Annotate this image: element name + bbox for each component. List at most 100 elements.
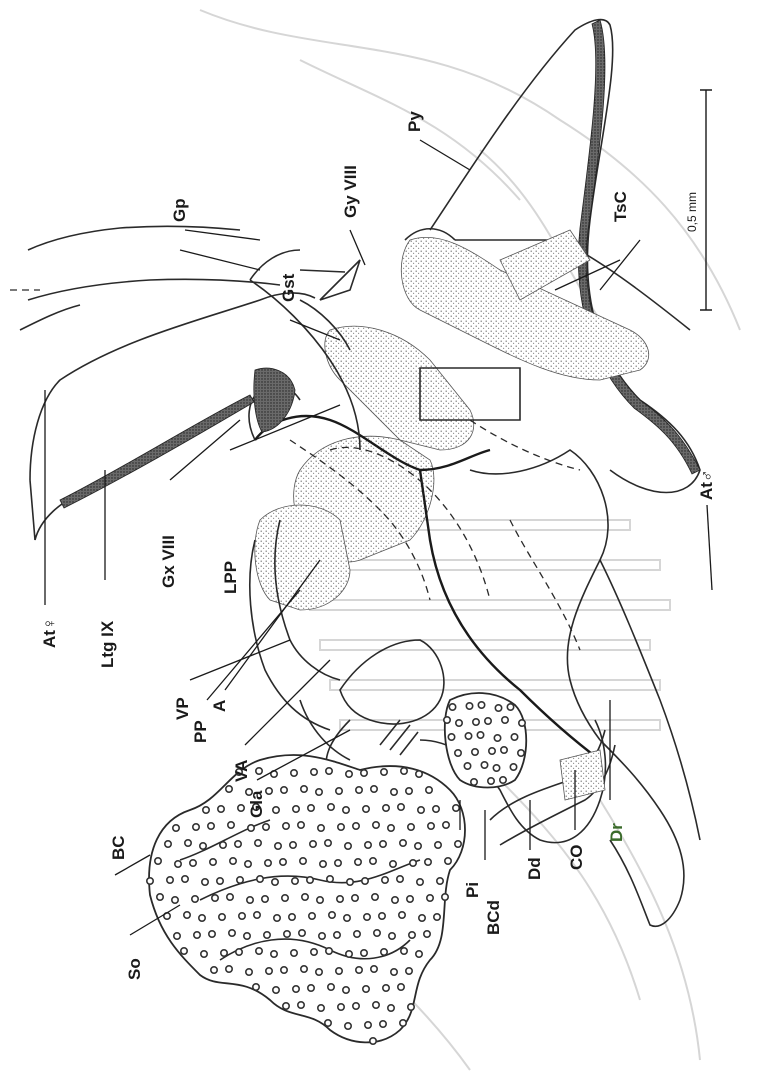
gland-dot: [255, 840, 261, 846]
gland-dot: [266, 968, 272, 974]
gland-dot: [265, 860, 271, 866]
gland-dot: [165, 841, 171, 847]
gland-dot: [182, 876, 188, 882]
gland-dot: [428, 823, 434, 829]
gland-dot: [292, 878, 298, 884]
label-tsc: TsC: [611, 191, 630, 222]
label-at-female: At♀: [40, 617, 59, 648]
gland-dot: [338, 824, 344, 830]
gland-dot: [221, 950, 227, 956]
gland-dot: [445, 858, 451, 864]
gland-dot: [406, 788, 412, 794]
gland-dot: [398, 984, 404, 990]
gland-dot: [199, 915, 205, 921]
gland-dot: [353, 823, 359, 829]
gland-dot: [317, 897, 323, 903]
gland-dot: [173, 825, 179, 831]
gland-dot: [338, 1004, 344, 1010]
gland-dot: [408, 824, 414, 830]
gland-dot: [226, 786, 232, 792]
label-gst: Gst: [279, 273, 298, 302]
gland-dot: [466, 703, 472, 709]
gland-dot: [500, 777, 506, 783]
gland-dot: [518, 750, 524, 756]
gland-dot: [217, 878, 223, 884]
gland-dot: [281, 967, 287, 973]
gland-dot: [373, 822, 379, 828]
gland-dot: [502, 717, 508, 723]
gland-dot: [238, 805, 244, 811]
gland-dot: [181, 948, 187, 954]
gland-dot: [308, 805, 314, 811]
label-dd: Dd: [525, 857, 544, 880]
gland-dot: [256, 948, 262, 954]
gland-dot: [364, 914, 370, 920]
label-pp: PP: [191, 720, 210, 743]
gland-dot: [230, 858, 236, 864]
gland-dot: [302, 894, 308, 900]
gland-dot: [494, 735, 500, 741]
gland-dot: [365, 842, 371, 848]
gland-dot: [356, 967, 362, 973]
gland-dot: [301, 786, 307, 792]
gland-dot: [391, 969, 397, 975]
gland-dot: [415, 843, 421, 849]
gland-dot: [401, 948, 407, 954]
gland-dot: [301, 966, 307, 972]
gland-dot: [390, 861, 396, 867]
gland-dot: [443, 822, 449, 828]
gland-dot: [257, 876, 263, 882]
gland-dot: [477, 732, 483, 738]
gland-dot: [273, 987, 279, 993]
gland-dot: [409, 932, 415, 938]
gland-dot: [346, 771, 352, 777]
gland-dot: [344, 915, 350, 921]
gland-dot: [392, 897, 398, 903]
gland-dot: [264, 932, 270, 938]
gland-dot: [493, 765, 499, 771]
gland-dot: [365, 1022, 371, 1028]
label-vp: VP: [173, 697, 192, 720]
gland-dot: [381, 769, 387, 775]
label-ltg-ix: Ltg IX: [98, 620, 117, 668]
gland-dot: [298, 1002, 304, 1008]
gland-dot: [309, 913, 315, 919]
gland-dot: [283, 1003, 289, 1009]
gland-dot: [352, 895, 358, 901]
gland-dot: [427, 895, 433, 901]
gland-dot: [425, 859, 431, 865]
label-gx-viii: Gx VIII: [159, 535, 178, 588]
gland-dot: [172, 897, 178, 903]
scale-bar-label: 0,5 mm: [685, 192, 699, 232]
gland-dot: [511, 734, 517, 740]
gland-dot: [379, 913, 385, 919]
gland-dot: [471, 779, 477, 785]
gland-dot: [202, 879, 208, 885]
gland-dot: [345, 843, 351, 849]
gland-dot: [336, 968, 342, 974]
gland-dot: [361, 950, 367, 956]
label-va: VA: [232, 760, 251, 782]
gland-dot: [426, 787, 432, 793]
gland-dot: [418, 807, 424, 813]
gland-dot: [355, 859, 361, 865]
label-gla: Gla: [247, 790, 266, 818]
gland-dot: [282, 895, 288, 901]
scale-bar: 0,5 mm: [685, 90, 712, 310]
gland-dot: [354, 931, 360, 937]
gland-dot: [293, 986, 299, 992]
gland-dot: [327, 876, 333, 882]
gland-dot: [244, 933, 250, 939]
gland-dot: [507, 704, 513, 710]
gland-dot: [362, 878, 368, 884]
gland-dot: [485, 718, 491, 724]
label-bcd: BCd: [484, 900, 503, 935]
gland-dot: [389, 933, 395, 939]
gland-dot: [347, 879, 353, 885]
gland-dot: [237, 877, 243, 883]
gland-dot: [519, 720, 525, 726]
gland-dot: [157, 894, 163, 900]
gland-dot: [343, 807, 349, 813]
gland-dot: [328, 984, 334, 990]
gland-dot: [147, 878, 153, 884]
